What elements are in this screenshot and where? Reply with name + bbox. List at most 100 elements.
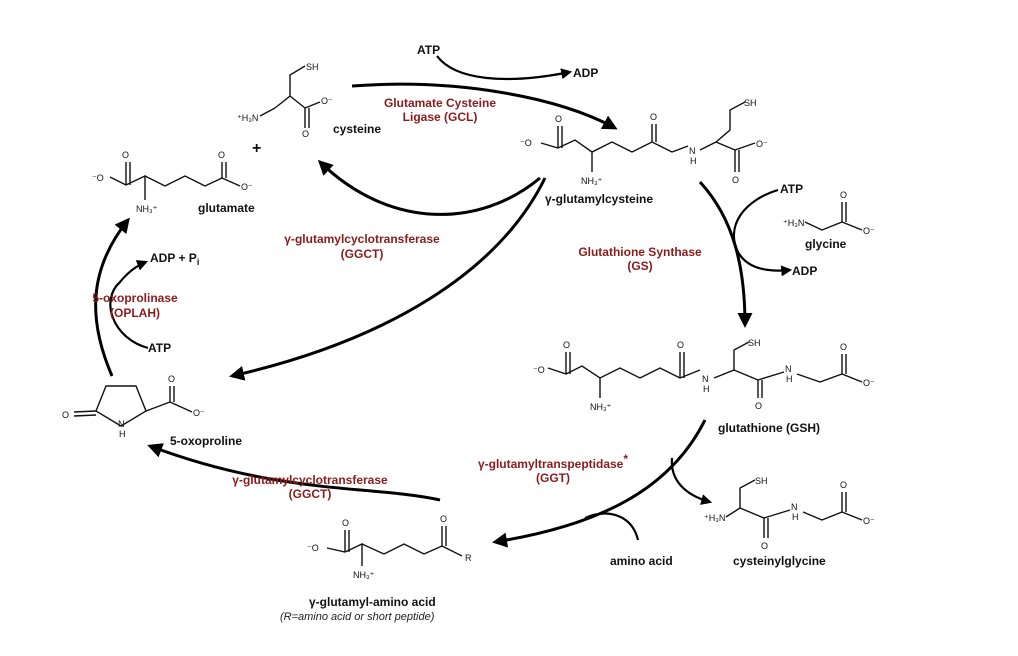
atom-minus-o: ⁻O (520, 138, 532, 148)
atom-h: H (792, 512, 799, 522)
atom-o: O (732, 175, 739, 185)
atom-o: O (755, 401, 762, 411)
enzyme-gs-line1: Glutathione Synthase (578, 245, 702, 259)
atom-n: N (785, 364, 792, 374)
atom-h: H (786, 374, 793, 384)
atom-o: O (563, 340, 570, 350)
atom-plus-h3n: ⁺H₃N (237, 113, 258, 123)
atom-sh: SH (748, 338, 761, 348)
enzyme-ggct-bottom-line2: (GGCT) (289, 487, 332, 501)
arrow-gs-atp-adp (732, 188, 793, 277)
arrow-ggt-reaction (492, 419, 707, 548)
atom-sh: SH (744, 98, 757, 108)
enzyme-oplah-line1: 5-oxoprolinase (92, 291, 178, 305)
atom-n: N (702, 374, 709, 384)
atom-o: O (840, 342, 847, 352)
atom-nh3-plus: NH₃⁺ (590, 402, 612, 412)
atom-o: O (761, 541, 768, 551)
atom-sh: SH (306, 62, 319, 72)
adp-gcl-label: ADP (573, 66, 598, 80)
glutathione-label: glutathione (GSH) (718, 421, 820, 435)
atp-oplah-label: ATP (148, 341, 171, 355)
atom-o: O (440, 514, 447, 524)
atom-sh: SH (755, 476, 768, 486)
arrow-gcl-atp-adp (436, 55, 573, 81)
atom-o-minus: O⁻ (756, 139, 768, 149)
atom-o-minus: O⁻ (321, 96, 333, 106)
arrow-oplah-atp-adp (109, 260, 149, 350)
gamma-glutamylcysteine-label: γ-glutamylcysteine (545, 192, 653, 206)
arrow-ggct-to-oxoproline (229, 177, 547, 381)
enzyme-ggt-line1: γ-glutamyltranspeptidase* (478, 452, 628, 471)
cysteine-label: cysteine (333, 122, 381, 136)
atom-o-minus: O⁻ (863, 516, 875, 526)
atom-o: O (840, 190, 847, 200)
enzyme-ggt-name: γ-glutamyltranspeptidase (478, 457, 624, 471)
enzyme-ggct-top-line1: γ-glutamylcyclotransferase (284, 232, 440, 246)
arrow-ggct-to-oxoproline-bottom (147, 443, 441, 502)
atom-o-minus: O⁻ (863, 378, 875, 388)
atom-h: H (703, 384, 710, 394)
cysteine-structure: SH ⁺H₃N O⁻ O (237, 62, 333, 139)
atom-o: O (840, 480, 847, 490)
cysteinylglycine-label: cysteinylglycine (733, 554, 826, 568)
glycine-structure: ⁺H₃N O O⁻ (783, 190, 875, 236)
atom-o-minus: O⁻ (863, 226, 875, 236)
gamma-glutamylcysteine-structure: O O ⁻O NH₃⁺ N H SH O⁻ O (520, 98, 768, 186)
atom-o: O (650, 112, 657, 122)
cysteinylglycine-structure: SH ⁺H₃N O N H O O⁻ (704, 476, 875, 551)
atom-o-minus: O⁻ (193, 408, 205, 418)
atom-nh3-plus: NH₃⁺ (581, 176, 603, 186)
arrow-oplah-reaction (94, 217, 130, 377)
arrow-amino-acid-input (584, 512, 640, 541)
amino-acid-label: amino acid (610, 554, 673, 568)
enzyme-gs-line2: (GS) (627, 259, 652, 273)
enzyme-ggct-top-line2: (GGCT) (341, 247, 384, 261)
atom-minus-o: ⁻O (92, 173, 104, 183)
glutamate-structure: O O ⁻O O⁻ NH₃⁺ (92, 150, 253, 214)
enzyme-gcl-line2: Ligase (GCL) (403, 110, 478, 124)
atom-o: O (342, 518, 349, 528)
atom-n: N (791, 502, 798, 512)
atom-nh3-plus: NH₃⁺ (136, 204, 158, 214)
atom-h: H (690, 156, 697, 166)
enzyme-ggct-bottom-line1: γ-glutamylcyclotransferase (232, 473, 388, 487)
atom-o: O (555, 114, 562, 124)
gamma-glutamyl-amino-acid-note: (R=amino acid or short peptide) (280, 611, 435, 623)
atom-plus-h3n: ⁺H₃N (704, 513, 725, 523)
adp-gs-label: ADP (792, 264, 817, 278)
atp-gcl-label: ATP (417, 43, 440, 57)
atom-o: O (122, 150, 129, 160)
atom-minus-o: ⁻O (533, 365, 545, 375)
glutamate-label: glutamate (198, 201, 255, 215)
gamma-glutamyl-amino-acid-structure: O O ⁻O NH₃⁺ R (307, 514, 472, 580)
glycine-label: glycine (805, 237, 847, 251)
arrow-ggt-to-cysteinylglycine (670, 457, 713, 505)
oxoproline-label: 5-oxoproline (170, 434, 242, 448)
enzyme-ggt-star: * (623, 452, 628, 466)
atom-r: R (465, 553, 472, 563)
enzyme-oplah-line2: (OPLAH) (110, 306, 160, 320)
atom-n: N (689, 146, 696, 156)
arrow-gcl-reaction (351, 82, 618, 130)
plus-sign: + (252, 140, 261, 157)
atom-h: H (119, 429, 126, 439)
adp-pi-main: ADP + P (150, 251, 197, 265)
atom-n: N (118, 419, 125, 429)
atom-o: O (302, 129, 309, 139)
glutathione-structure: O O O ⁻O NH₃⁺ N H SH O N H O⁻ (533, 338, 875, 412)
atom-o-minus: O⁻ (241, 182, 253, 192)
atom-nh3-plus: NH₃⁺ (353, 570, 375, 580)
atom-minus-o: ⁻O (307, 543, 319, 553)
atom-o: O (62, 410, 69, 420)
arrow-ggct-to-cysteine (317, 159, 541, 216)
atp-gs-label: ATP (780, 182, 803, 196)
enzyme-gcl-line1: Glutamate Cysteine (384, 96, 496, 110)
atom-o: O (677, 340, 684, 350)
adp-pi-subscript: i (197, 257, 200, 267)
atom-o: O (218, 150, 225, 160)
atom-plus-h3n: ⁺H₃N (783, 218, 804, 228)
gamma-glutamyl-amino-acid-label: γ-glutamyl-amino acid (309, 595, 436, 609)
atom-o: O (168, 374, 175, 384)
